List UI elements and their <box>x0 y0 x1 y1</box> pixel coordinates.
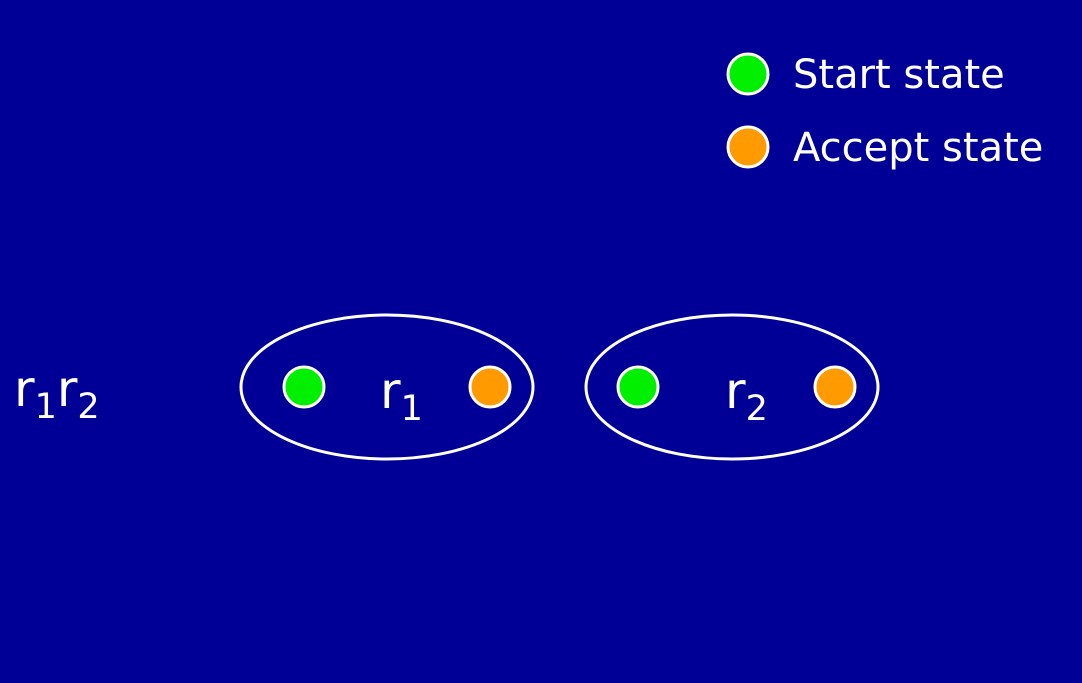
machine-r2-label-subscript: 2 <box>746 389 768 429</box>
legend-label-accept: Accept state <box>793 125 1043 171</box>
machine-r1: r1 <box>239 313 535 461</box>
start-state-marker <box>726 52 770 96</box>
expression-part-2-subscript: 2 <box>77 387 99 427</box>
machine-r2-accept-state <box>813 365 857 409</box>
machine-r2-boundary <box>584 313 880 461</box>
machine-r1-accept-state <box>468 365 512 409</box>
machine-r1-start-state <box>282 365 326 409</box>
legend: Start state Accept state <box>726 52 1043 171</box>
legend-label-start: Start state <box>793 52 1005 98</box>
machine-r1-label-base: r <box>380 362 401 420</box>
machine-r2-label: r2 <box>725 362 768 429</box>
legend-item-accept: Accept state <box>726 125 1043 171</box>
expression-part-1-base: r <box>14 360 35 418</box>
expression-label: r1r2 <box>14 360 100 427</box>
expression-part-2-base: r <box>57 360 78 418</box>
machine-r1-label-subscript: 1 <box>401 389 423 429</box>
machine-r2-start-state <box>616 365 660 409</box>
legend-item-start: Start state <box>726 52 1005 98</box>
machine-r1-label: r1 <box>380 362 423 429</box>
accept-state-marker <box>726 125 770 169</box>
machine-r1-boundary <box>239 313 535 461</box>
expression-part-1-subscript: 1 <box>35 387 57 427</box>
machine-r2: r2 <box>584 313 880 461</box>
machine-r2-label-base: r <box>725 362 746 420</box>
